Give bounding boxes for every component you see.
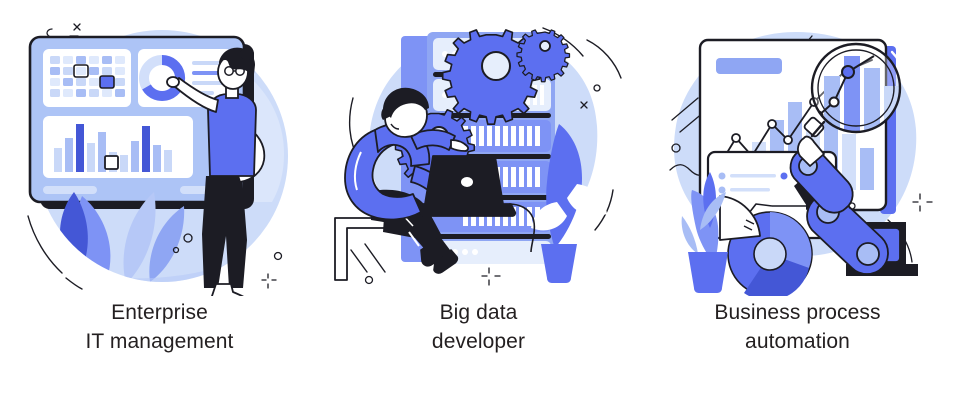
laptop [419,155,535,253]
illustration-card-enterprise-it-management: Enterprise IT management [0,0,319,410]
decorative-arc-short [64,277,83,290]
standing-woman [165,47,265,296]
magnifier [810,42,905,138]
decorative-spark-cluster [260,273,277,289]
monitor-footer-left [42,186,97,194]
artwork-business-process-automation [668,32,933,296]
decorative-dots [847,193,933,212]
illustration-card-business-process-automation: Business process automation [638,0,957,410]
heatmap-highlight-cell-b [98,75,115,89]
header-bar [715,58,782,74]
pie-chart [718,195,813,296]
decorative-sparkles [45,23,81,38]
artwork-big-data-developer [333,27,622,286]
caption-business-process-automation: Business process automation [714,301,881,353]
caption-enterprise-it-management: Enterprise IT management [85,301,234,353]
potted-plant [681,172,728,293]
heatmap-highlight-cell-a [72,64,89,78]
robot-arm [789,116,918,276]
potted-plant [530,124,607,283]
decorative-arc [26,215,63,274]
decorative-sparkles [364,84,601,286]
caption-big-data-developer: Big data developer [431,301,526,353]
gear-small [515,29,570,83]
bar-chart-marker [103,155,119,170]
illustration-card-big-data-developer: Big data developer [319,0,638,410]
decorative-dots [172,233,282,261]
artwork-enterprise-it-management [26,23,288,296]
